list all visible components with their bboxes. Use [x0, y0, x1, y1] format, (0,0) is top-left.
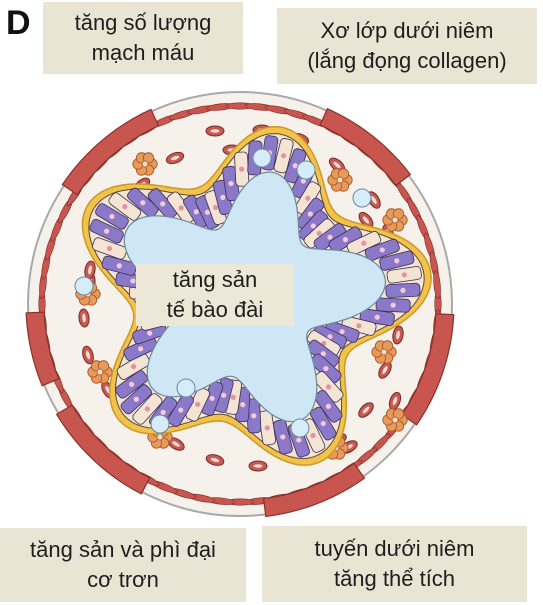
cell-nucleus: [326, 384, 331, 389]
submucosal-gland: [328, 169, 352, 192]
label-vessels-line2: mạch máu: [43, 38, 243, 68]
gland-duct: [97, 369, 103, 375]
label-fibrosis-line2: (lắng đọng collagen): [277, 46, 537, 76]
vessel-lumen: [254, 464, 263, 468]
cell-nucleus: [375, 315, 380, 320]
cell-nucleus: [160, 201, 165, 206]
cell-nucleus: [265, 425, 270, 430]
cell-nucleus: [104, 229, 109, 234]
submucosal-gland: [383, 209, 407, 232]
submucosal-gland: [88, 361, 112, 384]
label-goblet-line2: tế bào đài: [136, 295, 294, 325]
mucus-droplet: [297, 161, 315, 179]
cell-nucleus: [145, 406, 150, 411]
gland-duct: [142, 161, 148, 167]
label-submucosal-fibrosis: Xơ lớp dưới niêm (lắng đọng collagen): [277, 8, 537, 84]
panel-letter: D: [6, 4, 31, 43]
cell-nucleus: [220, 195, 225, 200]
cell-nucleus: [134, 397, 139, 402]
cell-nucleus: [138, 346, 143, 351]
cell-nucleus: [308, 211, 313, 216]
cell-nucleus: [122, 204, 127, 209]
gland-duct: [381, 349, 387, 355]
cell-nucleus: [402, 272, 407, 277]
mucus-droplet: [177, 379, 195, 397]
label-glands-line2: tăng thể tích: [262, 564, 527, 594]
cell-nucleus: [231, 395, 236, 400]
vessel-lumen: [211, 129, 220, 133]
cell-nucleus: [323, 366, 328, 371]
label-gland-enlargement: tuyến dưới niêm tăng thể tích: [262, 526, 527, 602]
cell-nucleus: [380, 247, 385, 252]
cell-nucleus: [394, 258, 399, 263]
mucus-droplet: [75, 277, 93, 295]
cell-nucleus: [109, 214, 114, 219]
cell-nucleus: [209, 396, 214, 401]
cell-nucleus: [339, 329, 344, 334]
cell-nucleus: [161, 410, 166, 415]
cell-nucleus: [391, 303, 396, 308]
cell-nucleus: [228, 181, 233, 186]
label-muscle-line1: tăng sản và phì đại: [0, 535, 246, 565]
cell-nucleus: [221, 393, 226, 398]
cell-nucleus: [129, 382, 134, 387]
mucus-droplet: [291, 419, 309, 437]
cell-nucleus: [179, 205, 184, 210]
cell-nucleus: [178, 407, 183, 412]
gland-duct: [337, 177, 343, 183]
label-fibrosis-line1: Xơ lớp dưới niêm: [277, 16, 537, 46]
label-goblet-line1: tăng sản: [136, 265, 294, 295]
cell-nucleus: [311, 223, 316, 228]
cell-nucleus: [327, 235, 332, 240]
cell-nucleus: [130, 278, 135, 283]
cell-nucleus: [251, 413, 256, 418]
label-glands-line1: tuyến dưới niêm: [262, 534, 527, 564]
label-muscle-line2: cơ trơn: [0, 565, 246, 595]
mucus-droplet: [353, 189, 371, 207]
cell-nucleus: [131, 364, 136, 369]
cell-nucleus: [147, 331, 152, 336]
label-smooth-muscle-hyperplasia: tăng sản và phì đại cơ trơn: [0, 528, 246, 602]
gland-duct: [157, 434, 163, 440]
cell-nucleus: [310, 433, 315, 438]
gland-duct: [392, 217, 398, 223]
label-vessels-line1: tăng số lượng: [43, 8, 243, 38]
cell-nucleus: [305, 196, 310, 201]
submucosal-gland: [383, 409, 407, 432]
cell-nucleus: [240, 402, 245, 407]
label-goblet-cell-hyperplasia: tăng sản tế bào đài: [136, 264, 294, 326]
cell-nucleus: [361, 241, 366, 246]
cell-nucleus: [107, 246, 112, 251]
cell-nucleus: [205, 210, 210, 215]
cell-nucleus: [281, 153, 286, 158]
cell-nucleus: [194, 209, 199, 214]
cell-nucleus: [321, 421, 326, 426]
cell-nucleus: [117, 263, 122, 268]
cell-nucleus: [326, 404, 331, 409]
cell-nucleus: [343, 237, 348, 242]
submucosal-gland: [372, 341, 396, 364]
cell-nucleus: [239, 167, 244, 172]
cell-nucleus: [213, 205, 218, 210]
cell-nucleus: [400, 288, 405, 293]
submucosal-gland: [133, 153, 157, 176]
cell-nucleus: [195, 402, 200, 407]
label-increased-vessels: tăng số lượng mạch máu: [43, 2, 243, 74]
mucus-droplet: [151, 415, 169, 433]
cell-nucleus: [296, 437, 301, 442]
cell-nucleus: [356, 323, 361, 328]
cell-nucleus: [280, 434, 285, 439]
cell-nucleus: [140, 200, 145, 205]
mucus-droplet: [253, 149, 271, 167]
gland-duct: [392, 417, 398, 423]
